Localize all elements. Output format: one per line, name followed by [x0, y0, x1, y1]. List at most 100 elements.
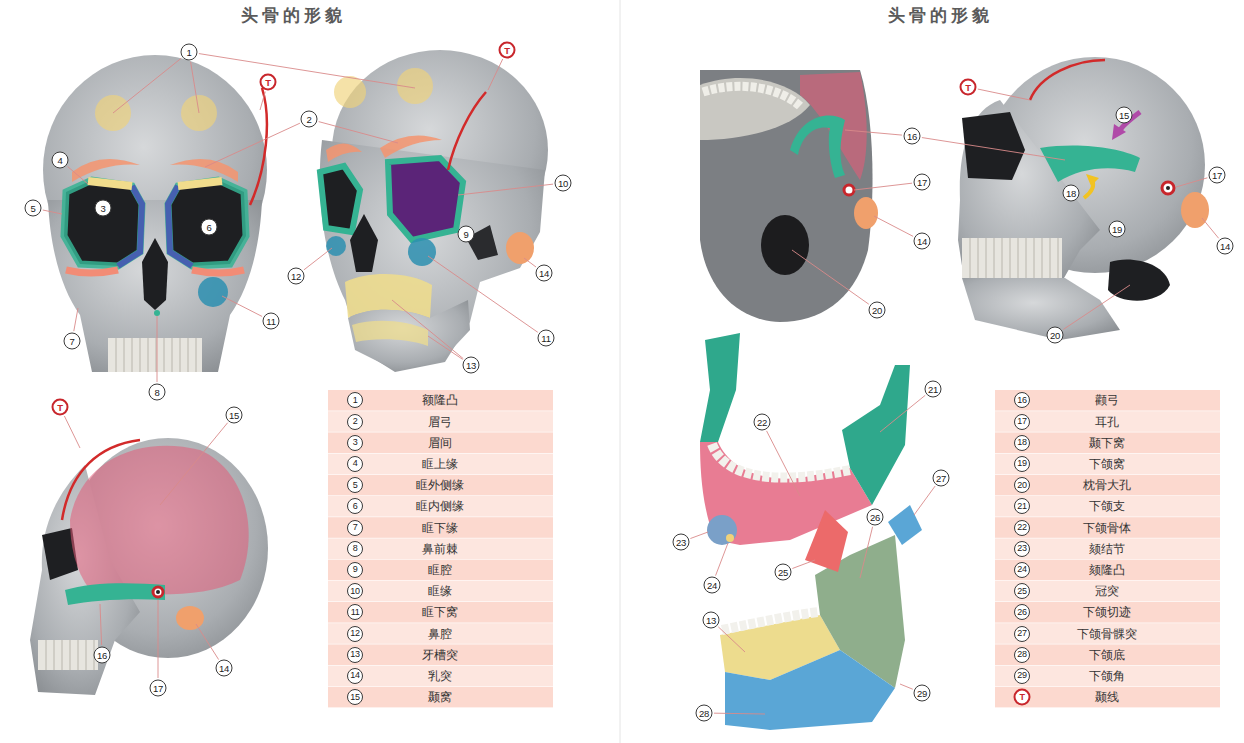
table-number: 9 [347, 562, 363, 578]
lateral-skull [1002, 238, 1003, 278]
table-cell: 下颌窝 [1089, 455, 1125, 472]
front-skull [168, 180, 246, 266]
leader-line [157, 316, 158, 382]
front-skull [64, 180, 142, 266]
leader-line [1202, 218, 1219, 238]
callout-number: 14 [1217, 238, 1234, 255]
table-rows [328, 390, 1220, 707]
table-number: 8 [347, 541, 363, 557]
leader-line [158, 600, 159, 678]
table-cell: 颏结节 [1089, 540, 1125, 557]
callout-number: 20 [1047, 327, 1064, 344]
table-cell: 牙槽突 [422, 646, 458, 663]
table-number: 25 [1014, 583, 1030, 599]
front-skull [188, 338, 189, 372]
front-skull [66, 270, 118, 273]
table-row [995, 432, 1220, 453]
table-number: 3 [347, 435, 363, 451]
table-row [995, 623, 1220, 644]
table-cell: 颞线 [1095, 689, 1119, 706]
callout-number: 14 [536, 265, 553, 282]
callout-number: 9 [458, 226, 475, 243]
table-row [328, 666, 553, 687]
oblique-skull [320, 166, 360, 232]
oblique-skull [388, 158, 463, 240]
leader-line [718, 627, 745, 652]
leader-line [860, 527, 873, 578]
callout-number: T [260, 74, 277, 91]
callout-number: 13 [703, 612, 720, 629]
callout-number: 17 [1209, 167, 1226, 184]
side-skull [153, 587, 163, 597]
side-skull [46, 640, 47, 670]
leader-line [524, 258, 536, 267]
table-row [328, 602, 553, 623]
lateral-skull [970, 238, 971, 278]
table-number: 16 [1014, 392, 1030, 408]
callout-number: 1 [181, 44, 198, 61]
callout-number: 29 [914, 685, 931, 702]
lateral-skull [962, 112, 1025, 180]
oblique-skull [506, 232, 534, 264]
oblique-skull [380, 136, 442, 159]
table-number: 4 [347, 456, 363, 472]
leader-line [191, 62, 199, 113]
leader-line [1063, 285, 1130, 329]
callout-number: 25 [775, 564, 792, 581]
front-skull [88, 181, 132, 186]
callout-number: T [52, 399, 69, 416]
table-row [995, 454, 1220, 475]
front-skull [142, 238, 168, 310]
callout-number: 13 [463, 357, 480, 374]
lateral-skull [958, 100, 1100, 285]
lateral-skull [958, 57, 1209, 340]
lateral-skull [1162, 182, 1174, 194]
leader-line [716, 543, 728, 576]
oblique-skull [408, 238, 436, 266]
callout-number: 17 [914, 174, 931, 191]
table-cell: 颞下窝 [1089, 434, 1125, 451]
callout-number: 10 [555, 175, 572, 192]
table-cell: 颏隆凸 [1089, 561, 1125, 578]
front-skull [250, 88, 267, 205]
front-skull [140, 338, 141, 372]
table-number: 6 [347, 498, 363, 514]
leader-line [488, 59, 503, 90]
leader-line [690, 532, 708, 539]
mandible-oblique [842, 365, 910, 505]
front-skull [154, 310, 160, 316]
oblique-skull [320, 50, 548, 372]
table-row [995, 666, 1220, 687]
leader-line [199, 54, 415, 88]
front-skull [172, 338, 173, 372]
callout-number: 8 [149, 384, 166, 401]
table-cell: 冠突 [1095, 583, 1119, 600]
table-number: 21 [1014, 498, 1030, 514]
table-number: T [1014, 689, 1031, 706]
front-skull [148, 338, 149, 372]
front-skull [196, 338, 197, 372]
side-skull [62, 440, 140, 520]
leader-line [222, 296, 262, 316]
callout-number: T [960, 79, 977, 96]
skull-base [703, 86, 800, 106]
side-skull [62, 640, 63, 670]
callout-number: 6 [201, 219, 218, 236]
table-row [328, 432, 553, 453]
callout-number: 24 [704, 577, 721, 594]
leader-line [845, 130, 902, 135]
table-cell: 眉弓 [428, 413, 452, 430]
lateral-skull [1010, 238, 1011, 278]
table-number: 10 [347, 583, 363, 599]
table-row [995, 602, 1220, 623]
lateral-skull [1108, 259, 1170, 300]
callout-number: 26 [867, 509, 884, 526]
leader-line [392, 300, 463, 359]
table-number: 18 [1014, 435, 1030, 451]
front-skull [180, 338, 181, 372]
table-number: 29 [1014, 668, 1030, 684]
leader-line [64, 416, 80, 448]
table-number: 12 [347, 626, 363, 642]
table-cell: 下颌角 [1089, 667, 1125, 684]
table-row [995, 390, 1220, 411]
